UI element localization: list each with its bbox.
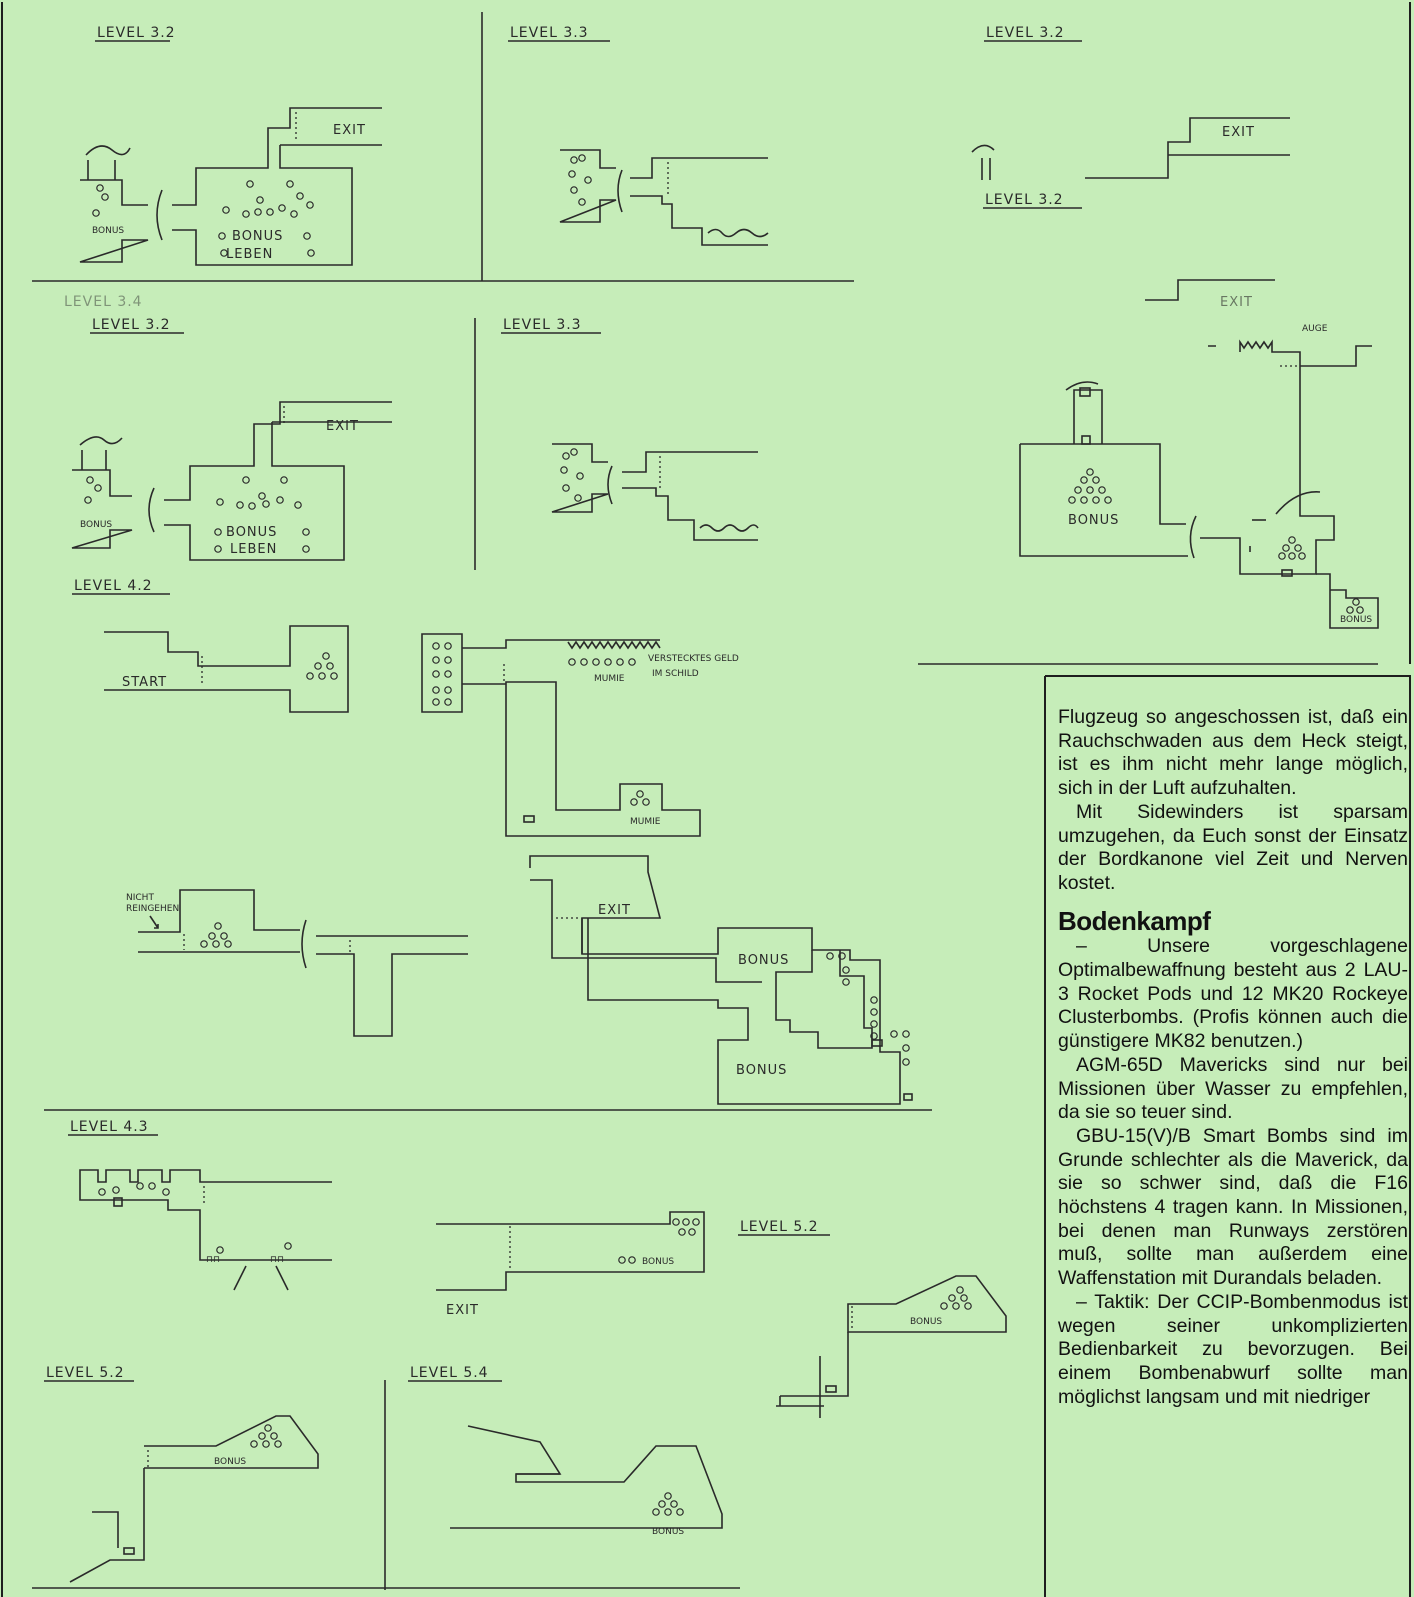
- svg-text:BONUS: BONUS: [92, 226, 124, 236]
- svg-text:BONUS: BONUS: [736, 1063, 787, 1078]
- svg-text:START: START: [122, 675, 167, 690]
- svg-text:LEBEN: LEBEN: [226, 247, 273, 262]
- svg-text:BONUS: BONUS: [738, 953, 789, 968]
- svg-text:BONUS: BONUS: [232, 229, 283, 244]
- svg-text:BONUS: BONUS: [1068, 513, 1119, 528]
- svg-text:MUMIE: MUMIE: [594, 674, 625, 684]
- level-label: LEVEL 3.3: [510, 25, 589, 41]
- map-nicht-reingehen: NICHT REINGEHEN: [126, 890, 468, 1036]
- svg-text:AUGE: AUGE: [1302, 324, 1328, 334]
- svg-text:EXIT: EXIT: [598, 903, 631, 918]
- level-label: LEVEL 4.2: [74, 578, 153, 594]
- svg-text:⊓⊓: ⊓⊓: [270, 1255, 284, 1265]
- svg-text:LEBEN: LEBEN: [230, 542, 277, 557]
- svg-text:BONUS: BONUS: [1340, 615, 1372, 625]
- map-level-3-3-a: [560, 150, 768, 245]
- map-level-5-4: BONUS: [450, 1426, 722, 1537]
- article-paragraph: Flugzeug so angeschossen ist, daß ein Ra…: [1058, 706, 1408, 801]
- svg-text:REINGEHEN: REINGEHEN: [126, 904, 179, 914]
- section-heading: Bodenkampf: [1058, 910, 1408, 934]
- level-label: LEVEL 3.2: [986, 25, 1065, 41]
- map-level-5-2-b: BONUS: [70, 1416, 318, 1582]
- svg-text:BONUS: BONUS: [910, 1317, 942, 1327]
- svg-text:EXIT: EXIT: [446, 1303, 479, 1318]
- map-level-3-2-b: EXIT BONUS BONUS LEBEN: [72, 402, 392, 560]
- level-label: LEVEL 3.3: [503, 317, 582, 333]
- svg-text:IM SCHILD: IM SCHILD: [652, 669, 699, 679]
- level-label: LEVEL 3.4: [64, 294, 143, 310]
- exit-note: EXIT: [333, 123, 366, 138]
- level-label: LEVEL 5.2: [740, 1219, 819, 1235]
- map-exit-bonus-2: EXIT BONUS: [436, 1212, 704, 1318]
- level-label: LEVEL 5.2: [46, 1365, 125, 1381]
- map-level-4-2: START: [104, 626, 348, 712]
- map-exit-bonus: EXIT BONUS BONUS: [530, 856, 912, 1104]
- svg-text:BONUS: BONUS: [642, 1257, 674, 1267]
- article-paragraph: – Unsere vorgeschlagene Optimalbewaffnun…: [1058, 935, 1408, 1054]
- article-column: Flugzeug so angeschossen ist, daß ein Ra…: [1058, 706, 1408, 1409]
- level-label: LEVEL 3.2: [985, 192, 1064, 208]
- article-paragraph: AGM-65D Mavericks sind nur bei Missionen…: [1058, 1054, 1408, 1125]
- article-paragraph: – Taktik: Der CCIP-Bombenmodus ist wegen…: [1058, 1291, 1408, 1410]
- svg-text:⊓⊓: ⊓⊓: [206, 1255, 220, 1265]
- svg-text:VERSTECKTES GELD: VERSTECKTES GELD: [648, 654, 739, 664]
- level-label: LEVEL 3.2: [97, 25, 176, 41]
- article-paragraph: Mit Sidewinders ist sparsam umzugehen, d…: [1058, 801, 1408, 896]
- map-level-3-2-a: EXIT BONUS BONUS LEBEN: [80, 108, 382, 265]
- map-level-4-3: ⊓⊓ ⊓⊓: [80, 1170, 332, 1290]
- map-auge: AUGE BONUS BONUS: [1020, 324, 1378, 628]
- svg-text:MUMIE: MUMIE: [630, 817, 661, 827]
- level-label: LEVEL 5.4: [410, 1365, 489, 1381]
- map-level-3-2-right: EXIT: [972, 118, 1290, 180]
- article-paragraph: GBU-15(V)/B Smart Bombs sind im Grunde s…: [1058, 1125, 1408, 1291]
- level-label: LEVEL 3.2: [92, 317, 171, 333]
- map-level-3-3-b: [552, 444, 758, 540]
- svg-text:NICHT: NICHT: [126, 893, 154, 903]
- svg-text:BONUS: BONUS: [652, 1527, 684, 1537]
- map-level-5-2-a: BONUS: [776, 1276, 1006, 1418]
- svg-text:EXIT: EXIT: [1220, 295, 1253, 310]
- svg-text:BONUS: BONUS: [80, 520, 112, 530]
- map-mumie: VERSTECKTES GELD IM SCHILD MUMIE MUMIE: [422, 634, 739, 836]
- svg-text:EXIT: EXIT: [326, 419, 359, 434]
- svg-text:BONUS: BONUS: [214, 1457, 246, 1467]
- level-label: LEVEL 4.3: [70, 1119, 149, 1135]
- svg-text:BONUS: BONUS: [226, 525, 277, 540]
- svg-text:EXIT: EXIT: [1222, 125, 1255, 140]
